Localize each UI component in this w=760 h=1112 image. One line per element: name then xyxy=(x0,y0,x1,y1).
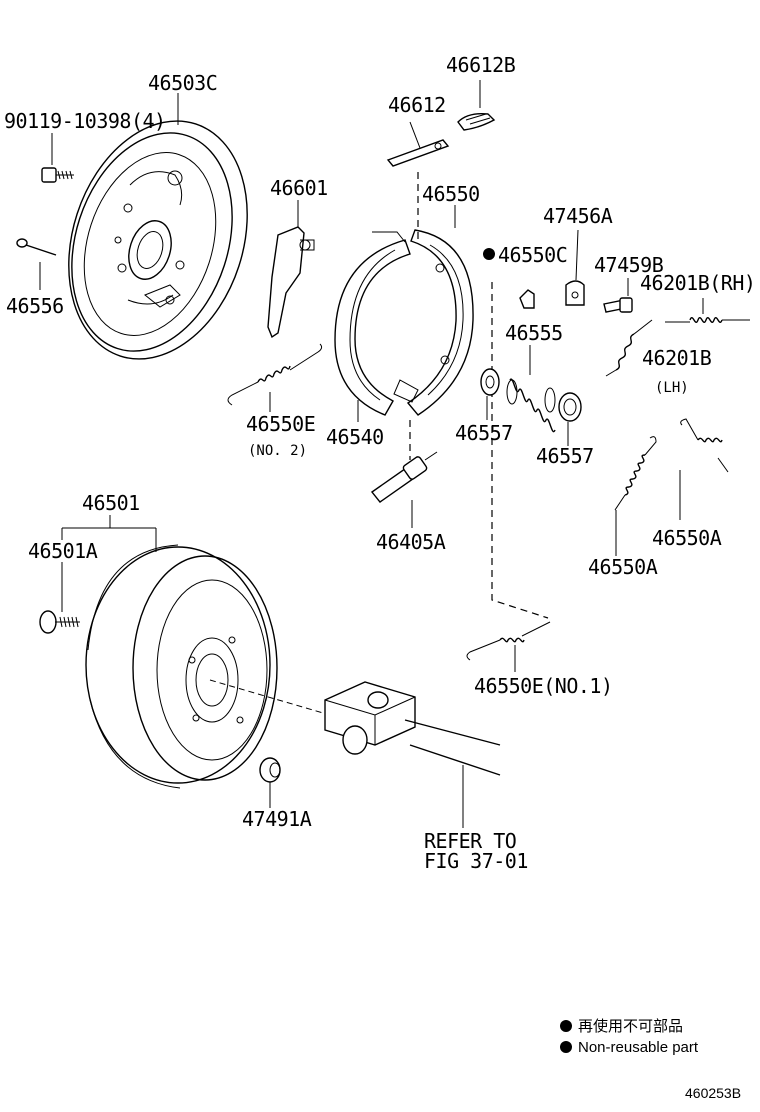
pin-47459b-drawing xyxy=(603,278,633,313)
label-46555: 46555 xyxy=(505,321,563,345)
dashed-guide-left xyxy=(409,172,419,460)
label-46540: 46540 xyxy=(326,425,384,449)
brake-shoe-46550-drawing xyxy=(393,205,474,416)
label-46550: 46550 xyxy=(422,182,480,206)
spring-46201b-lh-drawing xyxy=(605,319,653,377)
figure-id: 460253B xyxy=(685,1085,741,1101)
label-46501: 46501 xyxy=(82,491,140,515)
label-46550c: 46550C xyxy=(498,243,567,267)
label-46550a-left: 46550A xyxy=(588,555,658,579)
legend-dot-icon-2 xyxy=(560,1041,572,1053)
brake-drum-46501-drawing xyxy=(61,515,278,789)
label-47456a: 47456A xyxy=(543,204,613,228)
hub-bolt-46501a-drawing xyxy=(39,562,80,634)
label-46503c: 46503C xyxy=(148,71,217,95)
retainer-46557a-drawing xyxy=(480,368,500,420)
axle-shaft-drawing xyxy=(209,679,501,828)
lever-46601-drawing xyxy=(267,200,315,339)
label-46612b: 46612B xyxy=(446,53,516,77)
label-46550a-right: 46550A xyxy=(652,526,722,550)
spring-46555-drawing xyxy=(506,345,556,433)
label-46501a: 46501A xyxy=(28,539,98,563)
label-lh: (LH) xyxy=(655,380,689,396)
retainer-46557b-drawing xyxy=(558,392,582,446)
label-47459b: 47459B xyxy=(594,253,664,277)
clip-small-drawing xyxy=(519,289,535,309)
label-46201b-lh: 46201B xyxy=(642,346,712,370)
label-46550e-no2: 46550E xyxy=(246,412,315,436)
label-46601: 46601 xyxy=(270,176,328,200)
label-90119-10398: 90119-10398(4) xyxy=(4,109,166,133)
label-46556: 46556 xyxy=(6,294,64,318)
label-46405a: 46405A xyxy=(376,530,446,554)
label-no2: (NO. 2) xyxy=(248,443,307,459)
pin-46556-drawing xyxy=(16,238,57,290)
legend-english: Non-reusable part xyxy=(578,1039,699,1056)
brake-shoe-46540-drawing xyxy=(334,231,411,422)
legend-dot-icon-1 xyxy=(560,1020,572,1032)
legend: 再使用不可部品 Non-reusable part xyxy=(560,1018,699,1056)
backing-plate-drawing xyxy=(68,93,248,360)
spring-46550a-left-drawing xyxy=(614,436,657,556)
label-46612: 46612 xyxy=(388,93,446,117)
nut-47491a-drawing xyxy=(259,757,281,808)
label-fig-37-01: FIG 37-01 xyxy=(424,849,528,873)
shim-46612b-drawing xyxy=(457,80,496,131)
strut-46612-drawing xyxy=(386,121,450,167)
cup-47456a-drawing xyxy=(565,229,585,306)
label-46201b-rh: 46201B(RH) xyxy=(640,271,755,295)
label-refer-to: REFER TO xyxy=(424,829,516,853)
label-47491a: 47491A xyxy=(242,807,312,831)
label-46557-b: 46557 xyxy=(536,444,594,468)
adjuster-46405a-drawing xyxy=(370,451,438,528)
spring-46550e-no2-drawing xyxy=(227,343,323,412)
spring-46201b-rh-drawing xyxy=(665,298,750,323)
spring-46550e-no1-drawing xyxy=(466,621,551,672)
dashed-guide-right xyxy=(491,282,549,619)
bolt-90119-drawing xyxy=(41,133,74,183)
non-reusable-dot-46550c xyxy=(483,248,495,260)
legend-japanese: 再使用不可部品 xyxy=(578,1018,683,1035)
label-46557-a: 46557 xyxy=(455,421,513,445)
spring-46550a-right-drawing xyxy=(679,418,729,520)
label-46550e-no1: 46550E(NO.1) xyxy=(474,674,613,698)
